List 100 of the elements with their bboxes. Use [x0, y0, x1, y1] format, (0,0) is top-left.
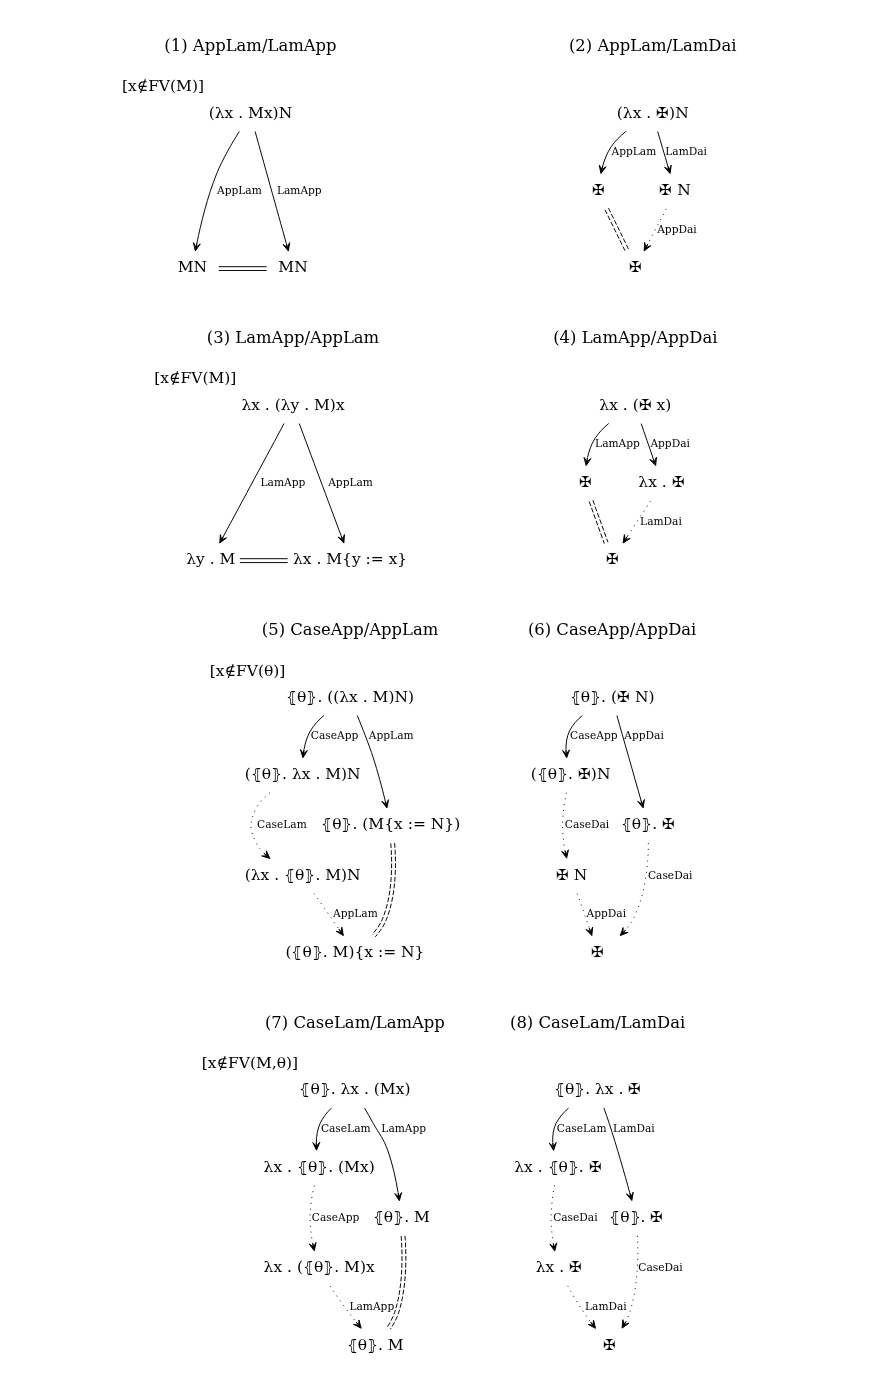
node-text: λx . (λy . M)x	[241, 395, 345, 414]
arrow	[549, 1184, 558, 1252]
node-text: ✠	[578, 472, 592, 491]
edge-label: CaseLam	[257, 818, 307, 832]
node-text: ⦃θ⦄. (M{x := N})	[321, 815, 461, 834]
node-text: (⦃θ⦄. ✠)N	[530, 764, 611, 783]
arrow	[603, 1107, 634, 1201]
edge-label: AppDai	[650, 437, 690, 451]
arrow	[250, 792, 271, 859]
arrow	[548, 1107, 570, 1151]
node-text: (⦃θ⦄. λx . M)N	[244, 764, 361, 783]
node-text: MN	[177, 258, 208, 277]
node-label: [x∉FV(M)]	[121, 77, 204, 96]
edge-label: LamApp	[260, 475, 306, 489]
node-text: λx . ✠	[638, 472, 685, 491]
arrow	[298, 423, 345, 544]
node-text: (λx . Mx)N	[208, 103, 293, 122]
node-text: λx . ⦃θ⦄. (Mx)	[263, 1157, 375, 1176]
arrow	[583, 423, 610, 467]
edge-label: CaseDai	[564, 818, 610, 832]
node-text: ✠	[602, 1335, 616, 1354]
edge-label: CaseApp	[570, 729, 618, 743]
node-text: ⦃θ⦄. (✠ N)	[569, 687, 655, 706]
edge-label: AppLam	[368, 729, 414, 743]
node-text: ⦃θ⦄. M	[372, 1207, 430, 1226]
label: (1) AppLam/LamApp	[164, 36, 337, 56]
node-text: ⦃θ⦄. λx . ✠	[553, 1080, 642, 1099]
arrow	[561, 792, 569, 859]
edge-label: AppDai	[586, 907, 627, 921]
arrow	[254, 131, 291, 252]
node-text: ⦃θ⦄. ✠	[609, 1207, 664, 1226]
arrow	[356, 715, 389, 809]
arrow	[643, 208, 667, 252]
arrow	[616, 715, 645, 809]
connector	[239, 558, 289, 564]
arrow	[621, 1235, 639, 1329]
node-text: ⦃θ⦄. λx . (Mx)	[299, 1080, 411, 1099]
node-text: ✠ N	[555, 865, 588, 884]
arrow	[598, 131, 627, 174]
node-text: ⦃θ⦄. ((λx . M)N)	[286, 687, 415, 706]
edge-label: CaseDai	[553, 1210, 598, 1224]
node-text: (λx . ✠)N	[616, 103, 689, 122]
node-text: λx . (✠ x)	[599, 395, 672, 414]
edge-label: LamApp	[595, 437, 640, 451]
edge-label: CaseLam	[556, 1121, 607, 1135]
edge-label: AppDai	[657, 222, 697, 236]
edge-label: LamDai	[640, 514, 682, 528]
arrow	[567, 1285, 596, 1329]
arrow	[300, 715, 325, 759]
edge-label: CaseApp	[310, 729, 359, 743]
node-text: (λx . ⦃θ⦄. M)N	[244, 865, 361, 884]
arrow	[619, 842, 649, 937]
node-label: [x∉FV(θ)]	[209, 661, 286, 680]
node-text: ✠	[605, 550, 619, 569]
edge-label: LamDai	[613, 1121, 655, 1135]
node-text: ⦃θ⦄. ✠	[620, 815, 675, 834]
node-text: λx . (⦃θ⦄. M)x	[263, 1258, 375, 1277]
connector	[604, 207, 630, 253]
arrow	[329, 1285, 362, 1329]
label: (5) CaseApp/AppLam	[261, 620, 439, 640]
edge-label: AppDai	[624, 729, 664, 743]
node-text: ✠	[628, 258, 642, 277]
label: (7) CaseLam/LamApp	[264, 1012, 445, 1032]
label: (8) CaseLam/LamDai	[510, 1012, 686, 1032]
node-text: (⦃θ⦄. M){x := N}	[285, 942, 425, 961]
arrow	[364, 1107, 403, 1202]
arrow	[622, 500, 651, 544]
connector	[218, 266, 268, 271]
edge-label: AppLam	[333, 907, 378, 921]
node-text: MN	[278, 258, 308, 277]
node-label: [x∉FV(M)]	[154, 369, 237, 388]
edge-label: CaseDai	[647, 868, 693, 882]
connector	[371, 842, 396, 938]
arrow	[576, 893, 594, 937]
node-text: ✠	[591, 942, 605, 961]
arrow	[312, 1107, 332, 1151]
connector	[588, 499, 609, 545]
arrow	[192, 131, 240, 252]
node-text: λy . M	[186, 550, 236, 569]
arrow	[657, 131, 672, 175]
node-text: λx . ⦃θ⦄. ✠	[514, 1157, 602, 1176]
arrow	[313, 893, 344, 937]
edge-label: LamApp	[349, 1299, 395, 1313]
label: (4) LamApp/AppDai	[553, 328, 718, 348]
edge-label: CaseLam	[320, 1121, 371, 1135]
edge-label: LamApp	[381, 1121, 427, 1135]
node-text: λx . M{y := x}	[292, 550, 408, 569]
node-text: ✠	[592, 180, 606, 199]
node-label: [x∉FV(M,θ)]	[201, 1054, 299, 1073]
arrow	[640, 423, 657, 467]
arrow	[562, 714, 583, 759]
label: (6) CaseApp/AppDai	[527, 620, 697, 640]
edge-label: AppLam	[611, 145, 657, 159]
label: (2) AppLam/LamDai	[568, 36, 737, 56]
edge-label: LamDai	[665, 145, 707, 159]
node-text: λx . ✠	[535, 1258, 583, 1277]
edge-label: LamDai	[585, 1299, 627, 1313]
node-text: ✠ N	[659, 180, 691, 199]
arrow	[308, 1185, 317, 1252]
edge-label: AppLam	[328, 475, 373, 489]
